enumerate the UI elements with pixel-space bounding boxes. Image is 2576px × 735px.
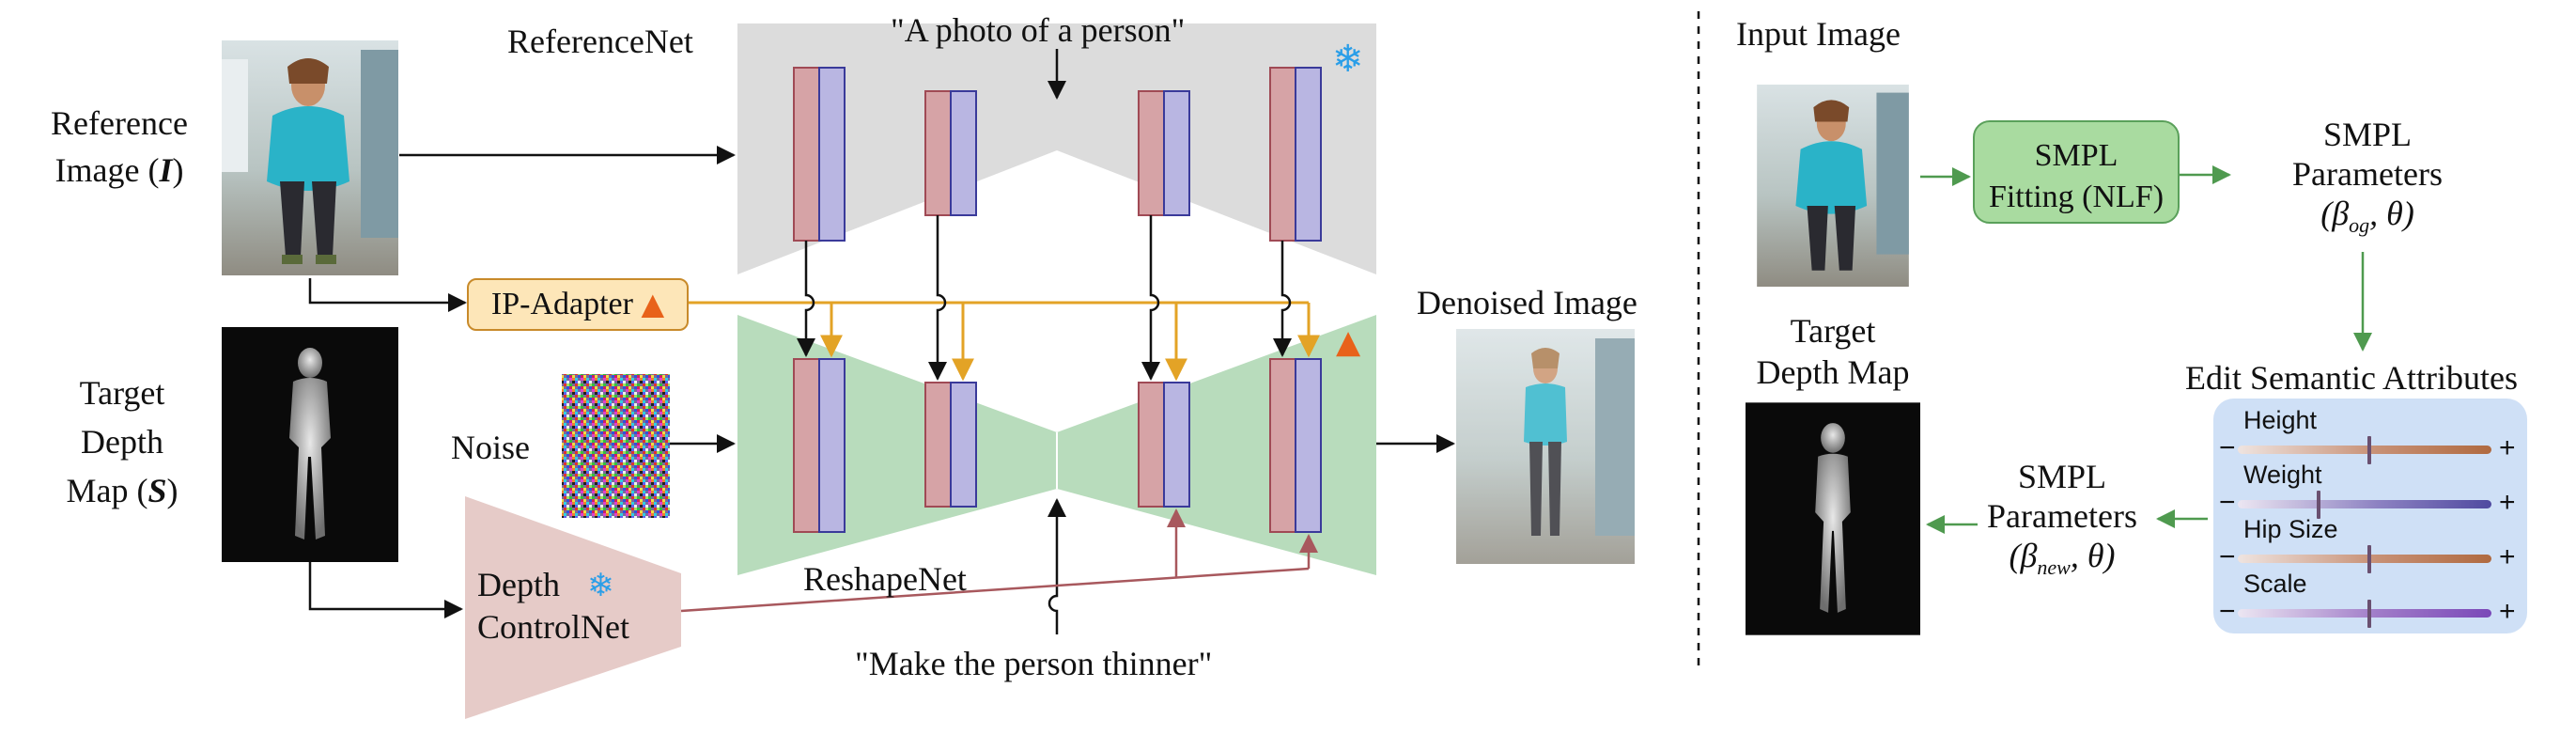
slider-handle[interactable] bbox=[2317, 491, 2321, 519]
target-depth-text: Target Depth Map (S) bbox=[66, 374, 178, 509]
slider-increase-icon[interactable]: + bbox=[2499, 541, 2516, 572]
referencenet-blocks bbox=[793, 67, 1322, 242]
prompt-bottom-arrow bbox=[1047, 498, 1066, 634]
noise-image bbox=[562, 374, 670, 518]
input-image bbox=[1757, 85, 1909, 287]
ip-adapter-label: IP-Adapter bbox=[490, 287, 633, 321]
target-depth-map-image bbox=[222, 327, 398, 562]
snowflake-icon: ❄ bbox=[1332, 38, 1364, 81]
reference-to-reshape-arrows bbox=[797, 215, 1292, 381]
slider-label-height: Height bbox=[2243, 406, 2318, 434]
slider-label-hip-size: Hip Size bbox=[2243, 515, 2338, 543]
target-depth-map-output bbox=[1746, 402, 1920, 635]
slider-increase-icon[interactable]: + bbox=[2499, 596, 2516, 627]
denoised-image-label: Denoised Image bbox=[1417, 284, 1637, 321]
referencenet-shape bbox=[737, 23, 1376, 274]
slider-decrease-icon[interactable]: − bbox=[2219, 487, 2236, 518]
snowflake-icon: ❄ bbox=[586, 567, 614, 604]
slider-track[interactable] bbox=[2238, 500, 2491, 508]
slider-increase-icon[interactable]: + bbox=[2499, 487, 2516, 518]
slider-label-scale: Scale bbox=[2243, 570, 2307, 598]
depth-to-controlnet-arrow bbox=[308, 562, 463, 618]
slider-label-weight: Weight bbox=[2243, 461, 2322, 489]
denoised-image bbox=[1456, 329, 1635, 564]
slider-track[interactable] bbox=[2238, 609, 2491, 618]
ref-to-ip-arrow bbox=[308, 278, 467, 312]
reference-image bbox=[222, 40, 398, 275]
slider-handle[interactable] bbox=[2367, 545, 2372, 573]
reference-image-text: Reference Image (I) bbox=[51, 104, 188, 189]
smpl-pipeline-arrows bbox=[1920, 165, 2372, 534]
noise-label: Noise bbox=[451, 429, 530, 466]
depth-controlnet-label: Depth ❄ ControlNet bbox=[477, 566, 629, 646]
slider-decrease-icon[interactable]: − bbox=[2219, 596, 2236, 627]
reshapenet-label: ReshapeNet bbox=[803, 560, 967, 598]
reshapenet-blocks bbox=[793, 358, 1322, 533]
prompt-bottom-label: "Make the person thinner" bbox=[855, 645, 1213, 682]
slider-track[interactable] bbox=[2238, 555, 2491, 563]
slider-decrease-icon[interactable]: − bbox=[2219, 432, 2236, 463]
smpl-params-new-label: SMPL Parameters (βnew, θ) bbox=[1987, 458, 2137, 580]
smpl-fitting-box: SMPL Fitting (NLF) bbox=[1973, 120, 2180, 224]
ip-adapter-connections bbox=[689, 301, 1320, 382]
ip-adapter-box: IP-Adapter ▲ bbox=[467, 278, 689, 331]
slider-track[interactable] bbox=[2238, 446, 2491, 454]
controlnet-connections bbox=[680, 508, 1318, 613]
referencenet-label: ReferenceNet bbox=[507, 23, 693, 60]
input-image-label: Input Image bbox=[1736, 15, 1901, 53]
slider-handle[interactable] bbox=[2367, 600, 2372, 628]
smpl-params-og-label: SMPL Parameters (βog, θ) bbox=[2292, 116, 2443, 238]
depth-controlnet-shape bbox=[465, 496, 681, 719]
edit-attributes-label: Edit Semantic Attributes bbox=[2185, 359, 2518, 397]
slider-handle[interactable] bbox=[2367, 436, 2372, 464]
sliders-panel bbox=[2213, 399, 2527, 633]
fire-icon: ▲ bbox=[1336, 323, 1361, 361]
target-depth-map-label: Target Depth Map bbox=[1756, 312, 1910, 391]
slider-decrease-icon[interactable]: − bbox=[2219, 541, 2236, 572]
slider-increase-icon[interactable]: + bbox=[2499, 432, 2516, 463]
semantic-sliders: Height−+Weight−+Hip Size−+Scale−+ bbox=[2213, 399, 2527, 633]
prompt-top-label: "A photo of a person" bbox=[891, 11, 1186, 49]
fire-icon: ▲ bbox=[641, 286, 665, 321]
